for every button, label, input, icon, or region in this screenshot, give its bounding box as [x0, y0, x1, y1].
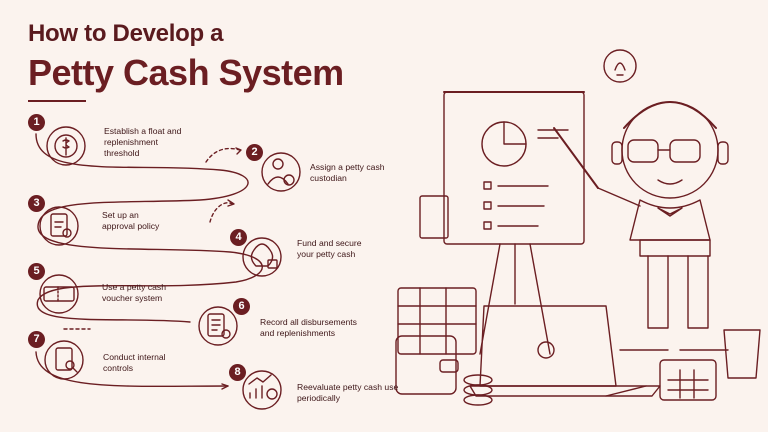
- flow-path-lower: [35, 351, 229, 388]
- spreadsheet-icon: [397, 287, 477, 355]
- title-underline: [28, 100, 86, 102]
- money-bag-lock-icon: [242, 237, 282, 277]
- step-5-badge: 5: [28, 263, 45, 280]
- step-7-label: Conduct internal controls: [103, 352, 166, 373]
- lightbulb-icon: [603, 49, 637, 83]
- receipt-icon: [419, 195, 449, 239]
- flow-arrow-2: [205, 147, 241, 163]
- step-2-label: Assign a petty cash custodian: [310, 162, 385, 183]
- flipchart-easel: [443, 91, 585, 355]
- step-1-label: Establish a float and replenishment thre…: [104, 126, 182, 158]
- step-6-badge: 6: [233, 298, 250, 315]
- step-7-badge: 7: [28, 331, 45, 348]
- page-title: Petty Cash System: [28, 52, 344, 93]
- pen-icon: [605, 385, 647, 397]
- step-3-badge: 3: [28, 195, 45, 212]
- clipboard-magnifier-icon: [44, 340, 84, 380]
- document-check-icon: [198, 306, 238, 346]
- step-8-label: Reevaluate petty cash use periodically: [297, 382, 399, 403]
- step-8-badge: 8: [229, 364, 246, 381]
- growth-chart-dollar-icon: [242, 370, 282, 410]
- step-3-label: Set up an approval policy: [102, 210, 160, 231]
- clipboard-check-icon: [39, 206, 79, 246]
- calculator-icon: [659, 359, 717, 401]
- step-4-label: Fund and secure your petty cash: [297, 238, 362, 259]
- step-1-badge: 1: [28, 114, 45, 131]
- lifebuoy-dollar-icon: [46, 126, 86, 166]
- step-6-label: Record all disbursements and replenishme…: [260, 317, 357, 338]
- desk-items: [395, 195, 761, 406]
- flow-arrow-4: [209, 202, 233, 223]
- person-dollar-icon: [261, 152, 301, 192]
- coins-icon: [463, 374, 493, 386]
- step-4-badge: 4: [230, 229, 247, 246]
- coffee-cup-icon: [723, 329, 761, 379]
- presenter-character: [553, 49, 729, 351]
- wallet-icon: [395, 335, 457, 395]
- voucher-ticket-icon: [39, 274, 79, 314]
- title-line-1: How to Develop a: [28, 20, 224, 47]
- step-2-badge: 2: [246, 144, 263, 161]
- step-5-label: Use a petty cash voucher system: [102, 282, 167, 303]
